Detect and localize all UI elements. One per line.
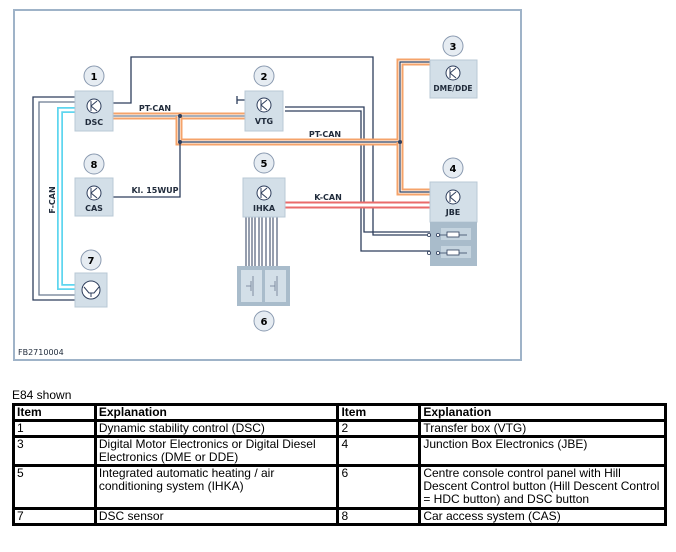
item-number: 2 xyxy=(336,419,422,438)
pt-can-bus xyxy=(113,58,430,196)
module-dme: DME/DDE xyxy=(429,59,478,99)
wire-kl15 xyxy=(113,142,181,198)
item-explanation: Digital Motor Electronics or Digital Die… xyxy=(93,435,340,467)
table-row: 1 Dynamic stability control (DSC) 2 Tran… xyxy=(12,419,667,438)
svg-text:VTG: VTG xyxy=(255,117,273,126)
item-number: 5 xyxy=(12,464,97,510)
header-explanation: Explanation xyxy=(93,403,340,422)
module-jbe: JBE xyxy=(426,181,478,266)
item-number: 4 xyxy=(336,435,422,467)
legend-header-row: Item Explanation Item Explanation xyxy=(12,403,667,422)
switch-icon xyxy=(246,276,278,296)
ihka-panel-wires xyxy=(245,217,278,266)
bus-network-diagram: DSC VTG DME/DDE JBE CAS xyxy=(13,9,522,361)
wire-dsc-sensor-outer xyxy=(32,96,75,301)
module-console-panel xyxy=(237,266,290,306)
item-explanation: Junction Box Electronics (JBE) xyxy=(418,435,667,467)
svg-text:7: 7 xyxy=(88,256,95,267)
item-explanation: DSC sensor xyxy=(93,507,340,526)
badge-7: 7 xyxy=(80,249,102,271)
svg-text:4: 4 xyxy=(450,164,457,175)
item-number: 1 xyxy=(12,419,97,438)
item-number: 6 xyxy=(336,464,422,510)
label-pt-can-1: PT-CAN xyxy=(139,104,171,113)
module-dsc: DSC xyxy=(74,90,114,132)
item-explanation: Dynamic stability control (DSC) xyxy=(93,419,340,438)
header-item: Item xyxy=(336,403,422,422)
item-number: 8 xyxy=(336,507,422,526)
wire-dsc-sensor-inner xyxy=(38,101,75,296)
svg-text:1: 1 xyxy=(91,72,98,83)
wire-vtg-jbe-2 xyxy=(285,110,430,252)
label-k-can: K-CAN xyxy=(314,193,342,202)
label-kl15: Kl. 15WUP xyxy=(131,186,178,195)
module-label: DSC xyxy=(85,118,103,127)
caption: E84 shown xyxy=(12,388,72,402)
svg-text:5: 5 xyxy=(261,159,268,170)
table-row: 7 DSC sensor 8 Car access system (CAS) xyxy=(12,507,667,526)
header-explanation: Explanation xyxy=(418,403,667,422)
item-explanation: Car access system (CAS) xyxy=(418,507,667,526)
wire-dsc-top xyxy=(113,56,430,236)
f-can-bus xyxy=(57,107,75,290)
module-ihka: IHKA xyxy=(242,177,286,218)
svg-text:CAS: CAS xyxy=(85,204,103,213)
svg-text:2: 2 xyxy=(261,72,268,83)
badge-5: 5 xyxy=(253,152,275,174)
badge-2: 2 xyxy=(253,65,275,87)
label-f-can: F-CAN xyxy=(48,186,57,213)
module-vtg: VTG xyxy=(244,90,284,132)
fuse-icon xyxy=(426,231,467,256)
svg-text:IHKA: IHKA xyxy=(253,204,276,213)
item-explanation: Integrated automatic heating / air condi… xyxy=(93,464,340,510)
item-number: 7 xyxy=(12,507,97,526)
item-explanation: Transfer box (VTG) xyxy=(418,419,667,438)
svg-text:8: 8 xyxy=(91,160,98,171)
badge-8: 8 xyxy=(83,153,105,175)
table-row: 5 Integrated automatic heating / air con… xyxy=(12,464,667,510)
svg-text:6: 6 xyxy=(261,317,268,328)
module-dsc-sensor xyxy=(74,272,108,308)
figure-id: FB2710004 xyxy=(18,348,64,357)
badge-3: 3 xyxy=(442,35,464,57)
legend-table: Item Explanation Item Explanation 1 Dyna… xyxy=(12,403,667,526)
label-pt-can-2: PT-CAN xyxy=(309,130,341,139)
module-cas: CAS xyxy=(74,177,114,217)
header-item: Item xyxy=(12,403,97,422)
item-number: 3 xyxy=(12,435,97,467)
item-explanation: Centre console control panel with Hill D… xyxy=(418,464,667,510)
svg-text:DME/DDE: DME/DDE xyxy=(433,84,472,93)
svg-text:JBE: JBE xyxy=(445,208,461,217)
badge-6: 6 xyxy=(253,310,275,332)
item-badges: 1 2 3 4 5 6 7 8 xyxy=(80,35,464,332)
badge-1: 1 xyxy=(83,65,105,87)
table-row: 3 Digital Motor Electronics or Digital D… xyxy=(12,435,667,467)
wire-vtg-jbe-1 xyxy=(285,106,430,233)
svg-text:3: 3 xyxy=(450,42,457,53)
badge-4: 4 xyxy=(442,157,464,179)
